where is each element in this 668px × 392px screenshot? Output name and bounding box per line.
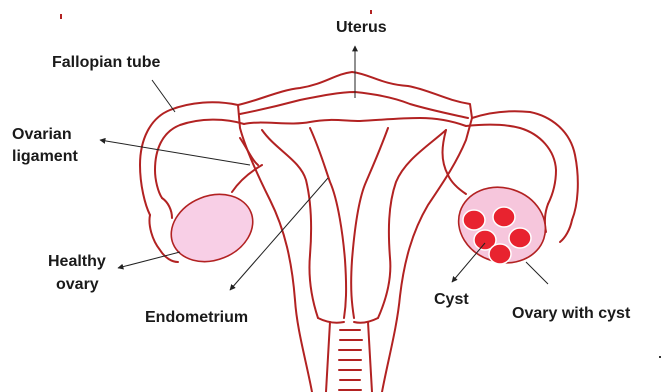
cyst-label: Cyst [434,291,469,308]
ovarian-ligament-label-line2: ligament [12,148,78,165]
stray-mark [659,356,661,358]
uterus-outline [238,72,472,392]
stray-mark [60,14,62,19]
cystic-ovary [449,176,556,274]
cyst-circle [493,207,515,227]
healthy-ovary-label-line2: ovary [56,276,99,293]
cyst-circle [509,228,531,248]
fallopian-tube-label: Fallopian tube [52,54,161,71]
healthy-ovary-label-line1: Healthy [48,253,106,270]
cyst-pointer [452,243,485,282]
fallopian-tube-pointer [152,80,175,112]
ovary-with-cyst-pointer [526,262,548,284]
cyst-circle [489,244,511,264]
healthy-ovary [161,183,263,274]
cyst-circle [463,210,485,230]
ovarian-ligament-pointer [100,140,250,165]
uterus-label: Uterus [336,19,387,36]
ovarian-ligament-label-line1: Ovarian [12,126,72,143]
stray-mark [370,10,372,14]
ovary-with-cyst-label: Ovary with cyst [512,305,631,322]
cervical-ridges [339,330,362,390]
endometrium-label: Endometrium [145,309,248,326]
